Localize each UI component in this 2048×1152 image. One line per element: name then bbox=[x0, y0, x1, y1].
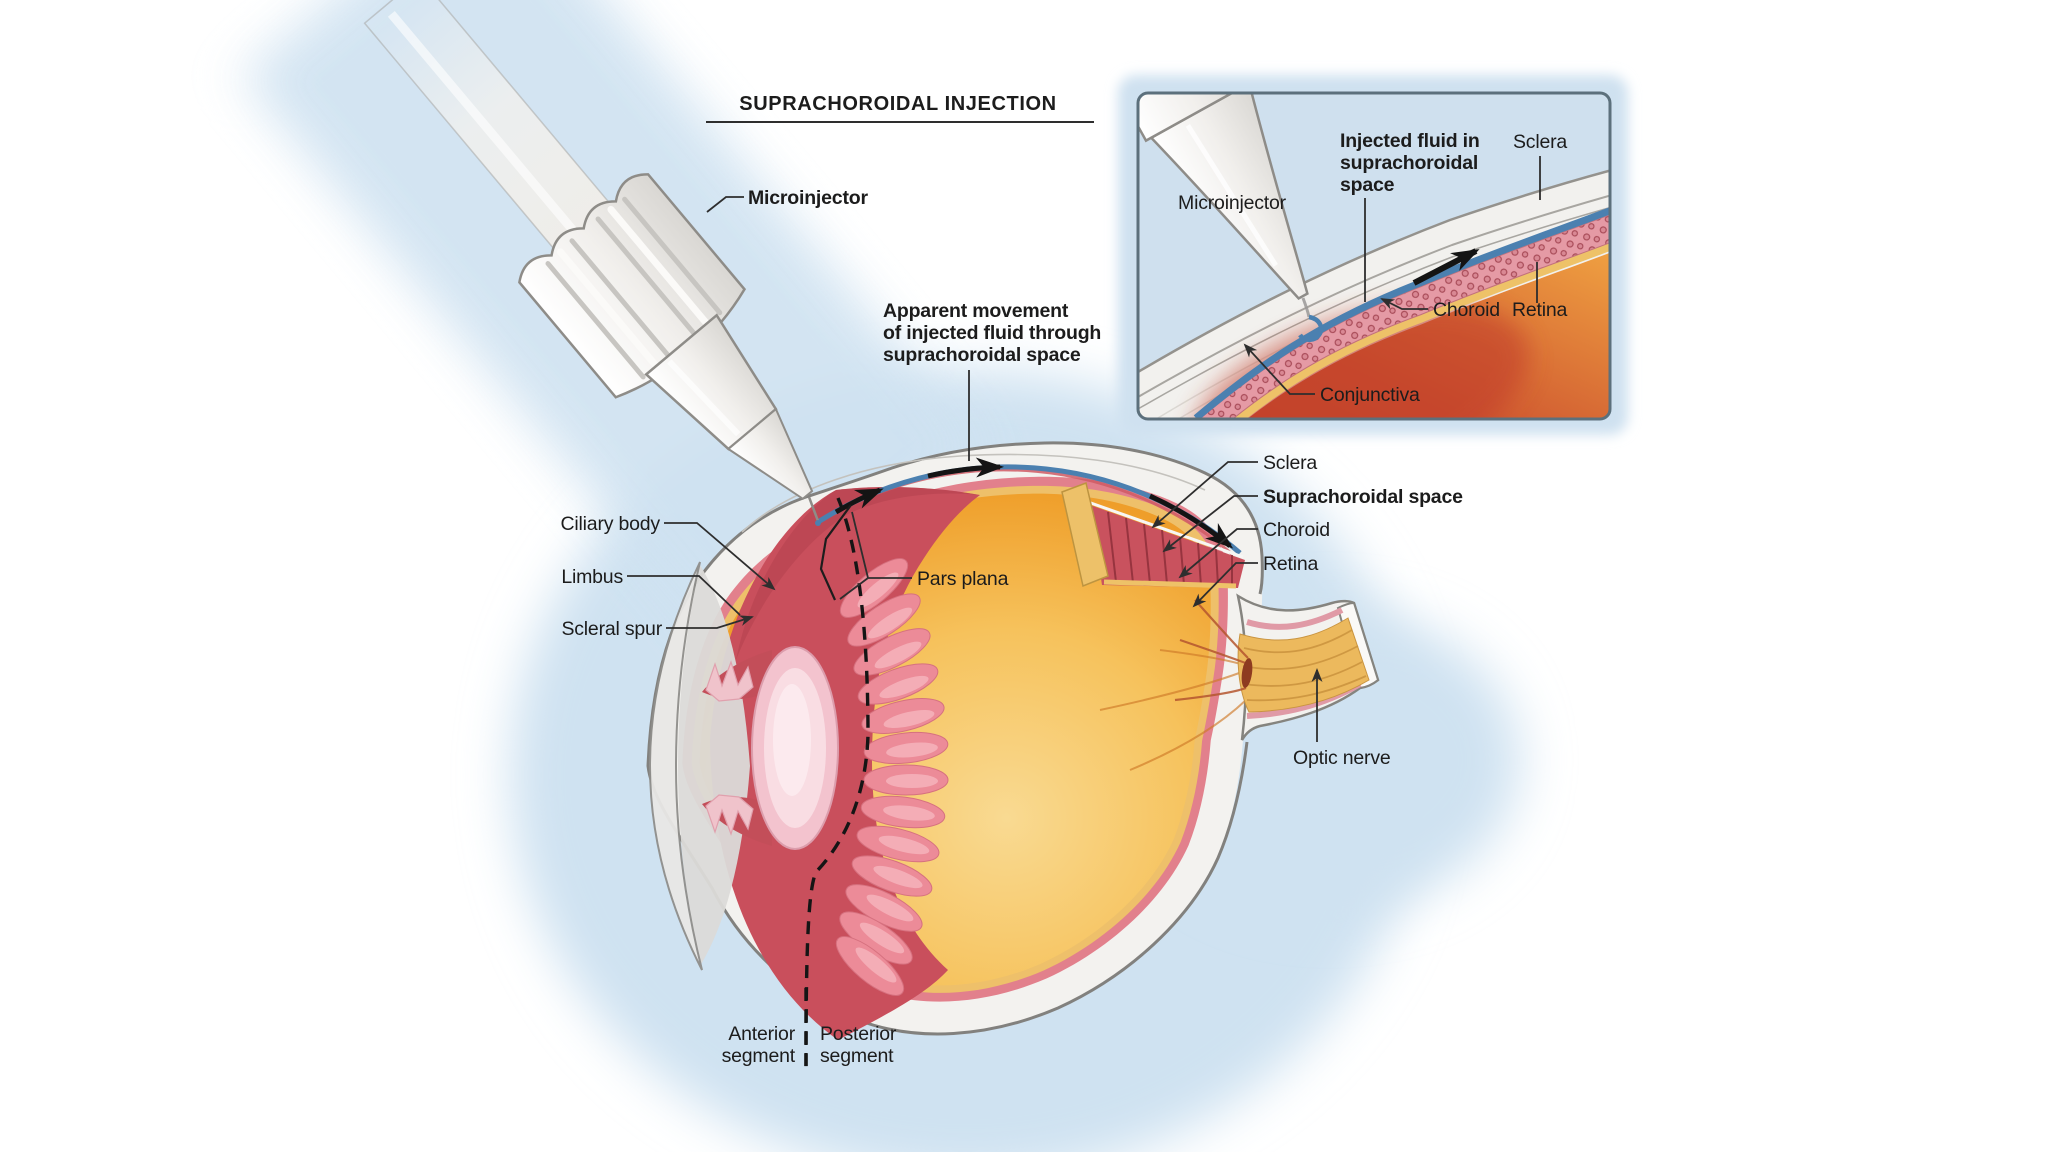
inset-labels: Microinjector Injected fluid in supracho… bbox=[1178, 130, 1568, 406]
inset-label-injected-fluid-1: Injected fluid in bbox=[1340, 130, 1480, 152]
label-scleral-spur: Scleral spur bbox=[561, 618, 662, 640]
label-ciliary-body: Ciliary body bbox=[561, 513, 661, 535]
label-apparent-movement-1: Apparent movement bbox=[883, 300, 1069, 322]
flow-arrow-icon bbox=[834, 487, 884, 515]
eye-globe bbox=[646, 441, 1264, 1040]
label-posterior-segment-1: Posterior bbox=[820, 1023, 897, 1045]
label-microinjector: Microinjector bbox=[748, 187, 868, 209]
inset-label-choroid: Choroid bbox=[1433, 299, 1500, 321]
flow-arrow-icon bbox=[1148, 493, 1234, 549]
label-apparent-movement-2: of injected fluid through bbox=[883, 322, 1101, 344]
main-labels: Microinjector Apparent movement of injec… bbox=[561, 187, 1464, 1067]
inset-needle bbox=[1301, 297, 1311, 318]
injection-needle bbox=[807, 496, 820, 522]
inset-flow-arrow-icon bbox=[1412, 248, 1480, 286]
inset-fluid-curl bbox=[1298, 314, 1324, 343]
label-apparent-movement-3: suprachoroidal space bbox=[883, 344, 1081, 366]
label-anterior-segment-1: Anterior bbox=[728, 1023, 795, 1045]
inset-label-sclera: Sclera bbox=[1513, 131, 1567, 153]
figure-title: SUPRACHOROIDAL INJECTION bbox=[739, 93, 1056, 115]
label-anterior-segment-2: segment bbox=[722, 1045, 796, 1067]
label-sclera: Sclera bbox=[1263, 452, 1317, 474]
label-suprachoroidal-space: Suprachoroidal space bbox=[1263, 486, 1463, 508]
label-pars-plana: Pars plana bbox=[917, 568, 1009, 590]
inset-panel: Microinjector Injected fluid in supracho… bbox=[1118, 75, 1628, 435]
inset-label-retina: Retina bbox=[1512, 299, 1568, 321]
inset-label-injected-fluid-3: space bbox=[1340, 174, 1395, 196]
microinjector-syringe bbox=[363, 0, 821, 526]
inset-label-conjunctiva: Conjunctiva bbox=[1320, 384, 1420, 406]
main-leader-lines bbox=[627, 196, 1323, 1066]
label-optic-nerve: Optic nerve bbox=[1293, 747, 1391, 769]
optic-nerve-structure bbox=[1174, 593, 1380, 741]
inset-label-microinjector: Microinjector bbox=[1178, 192, 1287, 214]
figure-title-block: SUPRACHOROIDAL INJECTION bbox=[706, 93, 1094, 123]
cornea bbox=[648, 561, 703, 971]
label-choroid: Choroid bbox=[1263, 519, 1330, 541]
zonule-fibers-upper bbox=[705, 660, 754, 702]
inset-microinjector-cone bbox=[1138, 93, 1309, 300]
anterior-segment-structures bbox=[648, 561, 839, 971]
label-retina: Retina bbox=[1263, 553, 1319, 575]
zonule-fibers-lower bbox=[705, 794, 754, 836]
label-posterior-segment-2: segment bbox=[820, 1045, 894, 1067]
inset-label-injected-fluid-2: suprachoroidal bbox=[1340, 152, 1478, 174]
inset-leader-lines bbox=[1243, 156, 1541, 395]
segment-boundary-dashed-line bbox=[804, 497, 870, 1068]
flow-arrow-icon bbox=[927, 457, 1004, 479]
label-limbus: Limbus bbox=[561, 566, 623, 588]
pars-plana-bracket bbox=[819, 504, 852, 601]
flow-arrows bbox=[834, 457, 1234, 549]
